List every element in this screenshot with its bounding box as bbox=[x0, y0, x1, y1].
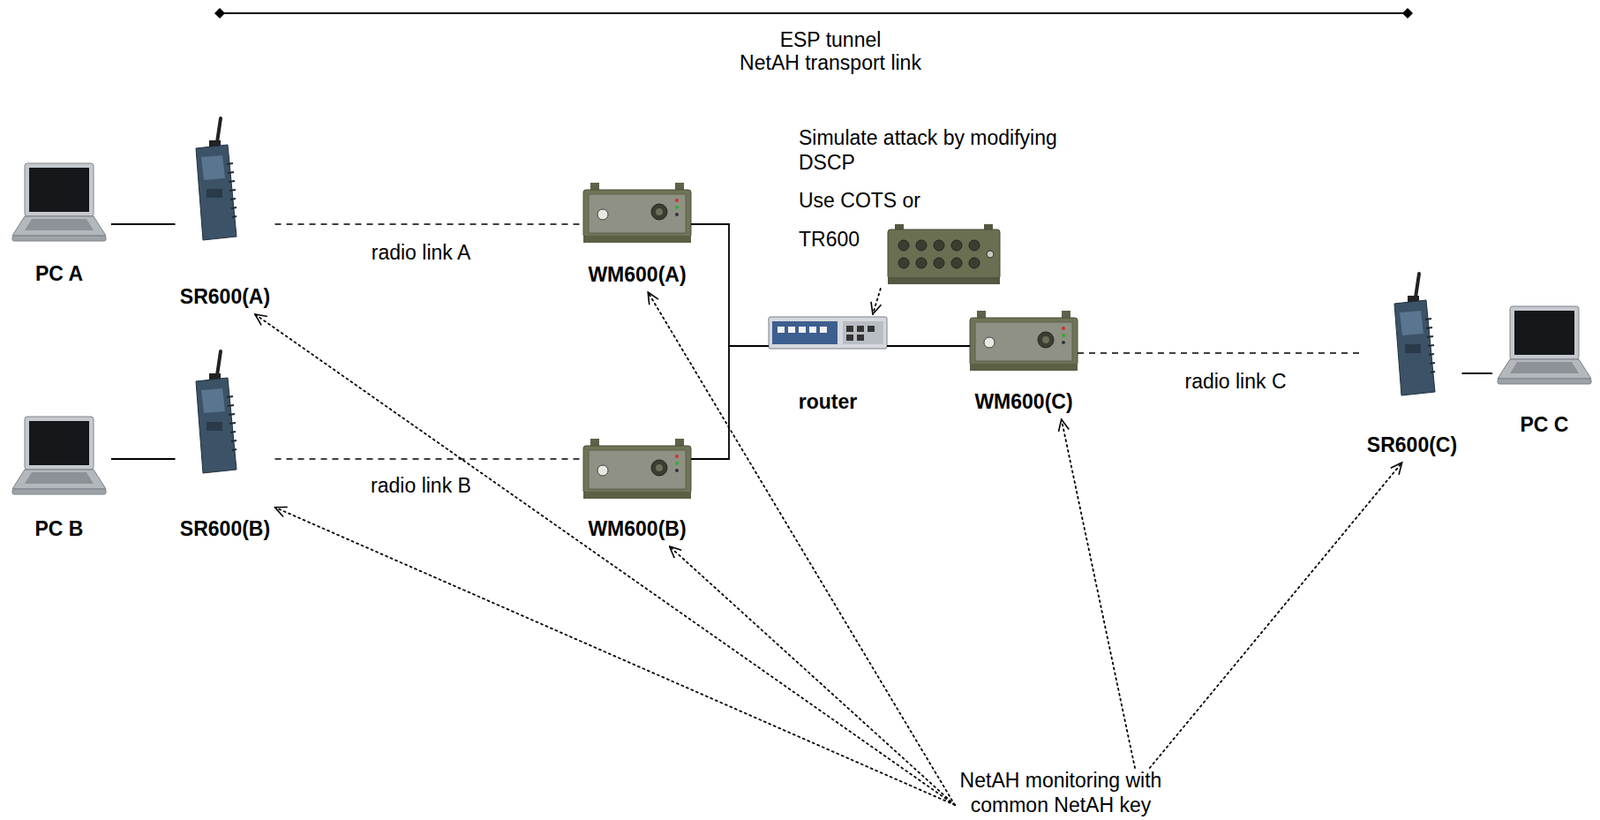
vehicle-radio-node: WM600(A) bbox=[583, 182, 692, 293]
cable-link bbox=[111, 223, 176, 226]
vehicle-radio-node: WM600(C) bbox=[969, 308, 1078, 420]
dotted-arrow bbox=[1149, 462, 1403, 768]
dotted-arrow bbox=[1061, 419, 1135, 768]
laptop-node: PC A bbox=[7, 161, 112, 292]
icon-spacer bbox=[1492, 304, 1597, 413]
vehicle-radio-icon bbox=[583, 182, 692, 243]
vehicle-radio-node: WM600(B) bbox=[583, 436, 692, 547]
router-icon bbox=[768, 316, 887, 349]
dotted-arrow bbox=[669, 546, 955, 805]
note-text: Use COTS or bbox=[798, 187, 1082, 213]
device-label: SR600(C) bbox=[1362, 432, 1463, 458]
dotted-arrow bbox=[647, 292, 955, 805]
monitoring-note: NetAH monitoring with common NetAH key bbox=[954, 767, 1167, 818]
icon-spacer bbox=[969, 308, 1078, 390]
router-node: router bbox=[768, 314, 887, 420]
handheld-radio-node: SR600(C) bbox=[1362, 264, 1463, 463]
device-label: SR600(B) bbox=[175, 516, 276, 541]
link-label: radio link A bbox=[368, 240, 474, 264]
laptop-icon bbox=[1497, 306, 1592, 384]
cable-link bbox=[691, 224, 769, 346]
vehicle-radio-icon bbox=[583, 438, 692, 499]
icon-spacer bbox=[583, 182, 692, 263]
tactical-router-icon bbox=[887, 224, 1000, 285]
device-label: PC C bbox=[1492, 412, 1597, 437]
laptop-icon bbox=[12, 416, 106, 495]
cable-link bbox=[1462, 372, 1494, 375]
handheld-radio-icon bbox=[1394, 273, 1435, 396]
radio-link bbox=[275, 458, 585, 460]
attack-note: Simulate attack by modifying DSCP Use COT… bbox=[798, 125, 1082, 289]
laptop-node: PC B bbox=[7, 414, 112, 547]
icon-spacer bbox=[768, 314, 887, 390]
device-label: PC B bbox=[7, 516, 112, 541]
dotted-arrow bbox=[872, 288, 881, 315]
tunnel-label: ESP tunnel bbox=[780, 28, 882, 52]
tunnel-line bbox=[219, 12, 1408, 15]
handheld-radio-icon bbox=[195, 351, 237, 474]
device-label: WM600(A) bbox=[583, 262, 692, 287]
cable-link bbox=[886, 345, 970, 347]
tunnel-end bbox=[1402, 7, 1413, 19]
icon-spacer bbox=[583, 436, 692, 517]
link-label: radio link B bbox=[368, 473, 474, 497]
radio-link bbox=[275, 223, 585, 226]
icon-spacer bbox=[7, 414, 112, 517]
dotted-arrow bbox=[275, 507, 956, 805]
tunnel-label: NetAH transport link bbox=[739, 51, 922, 75]
laptop-node: PC C bbox=[1492, 304, 1597, 443]
note-text: TR600 bbox=[798, 226, 1082, 252]
icon-spacer bbox=[7, 161, 112, 262]
radio-link bbox=[1077, 352, 1363, 354]
icon-spacer bbox=[175, 118, 276, 285]
device-label: router bbox=[768, 389, 887, 414]
handheld-radio-node: SR600(A) bbox=[175, 118, 276, 315]
tunnel-end bbox=[214, 7, 226, 19]
icon-spacer bbox=[175, 351, 276, 517]
note-text: Simulate attack by modifying DSCP bbox=[798, 125, 1082, 175]
device-label: WM600(C) bbox=[969, 389, 1078, 414]
handheld-radio-node: SR600(B) bbox=[175, 351, 276, 547]
dotted-arrow bbox=[255, 314, 955, 805]
device-label: SR600(A) bbox=[175, 284, 276, 309]
device-label: WM600(B) bbox=[583, 516, 692, 541]
icon-spacer bbox=[1362, 264, 1463, 433]
device-label: PC A bbox=[7, 261, 112, 286]
handheld-radio-icon bbox=[195, 118, 237, 241]
vehicle-radio-icon bbox=[969, 310, 1078, 371]
cable-link bbox=[691, 345, 769, 459]
note-text: NetAH monitoring with common NetAH key bbox=[954, 767, 1167, 818]
link-label: radio link C bbox=[1181, 369, 1289, 393]
laptop-icon bbox=[12, 163, 106, 241]
cable-link bbox=[111, 458, 176, 460]
